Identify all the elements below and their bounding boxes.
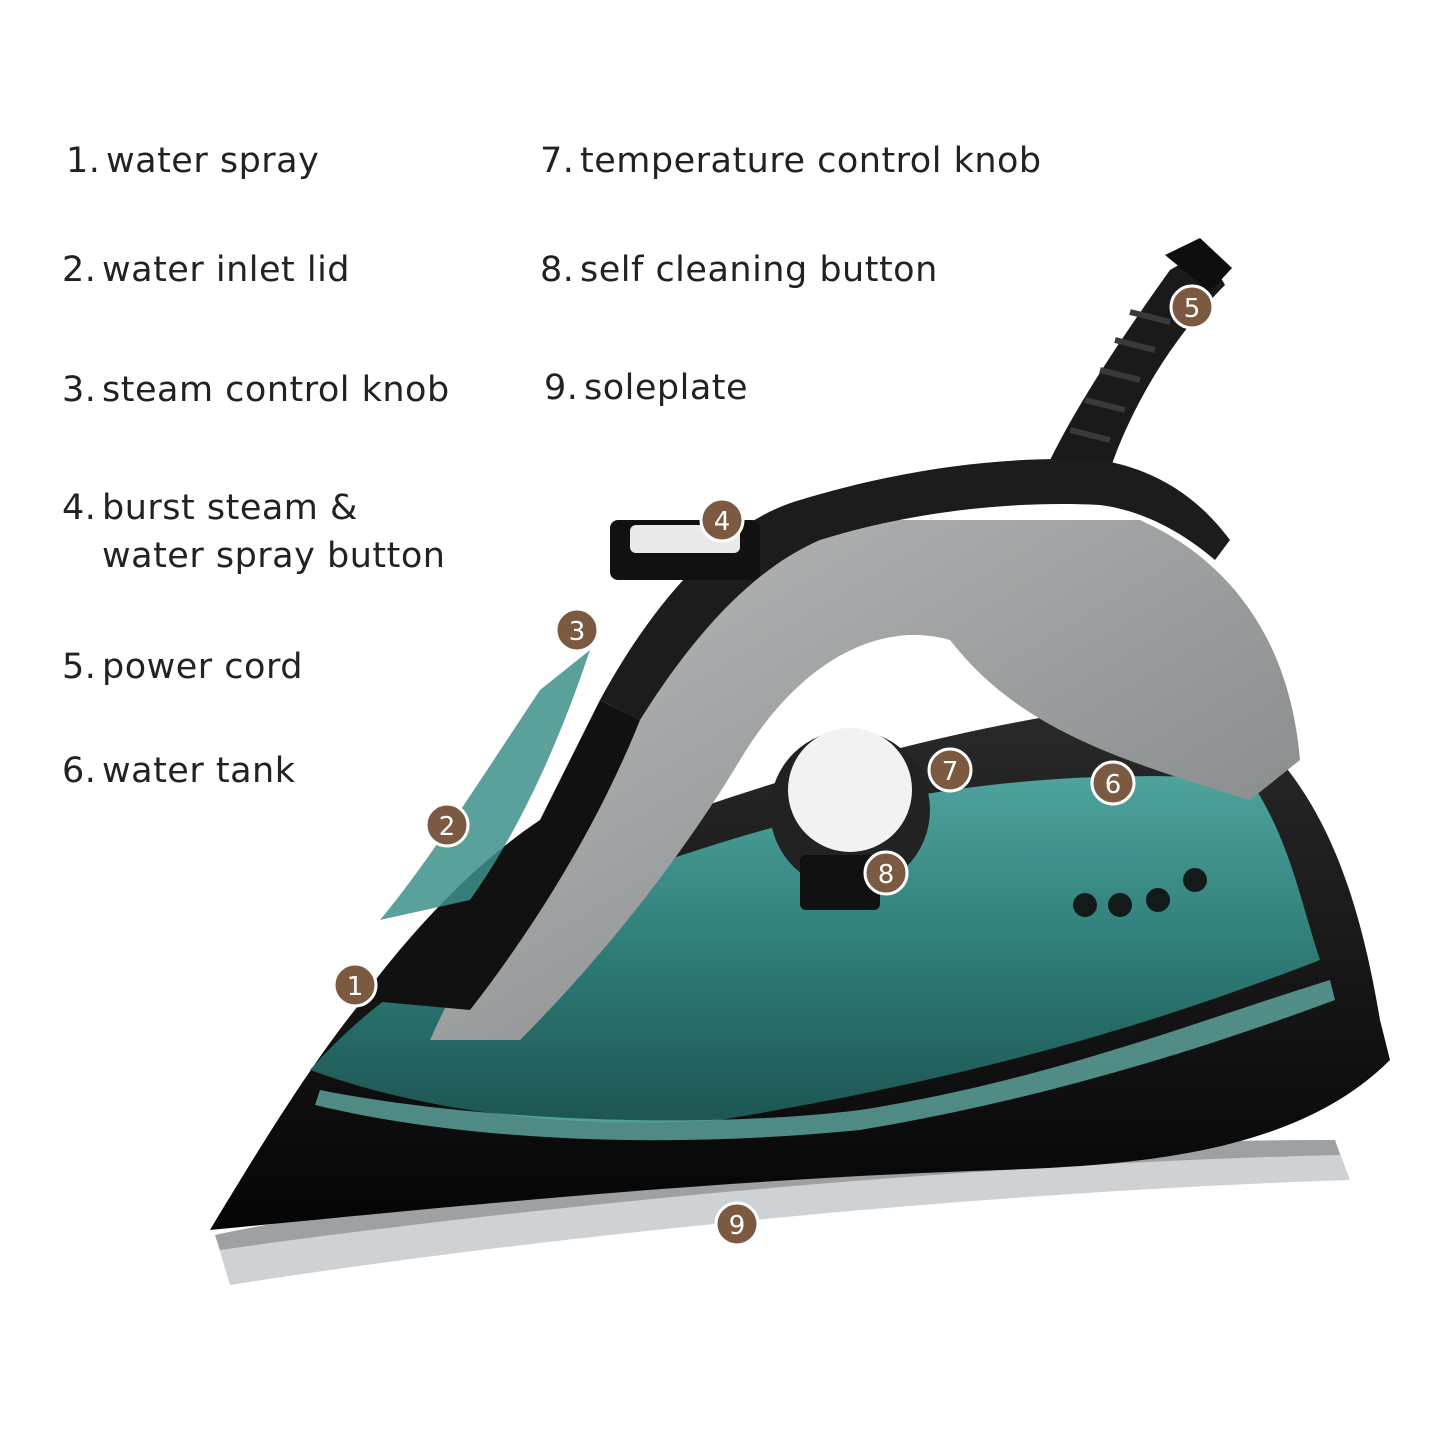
legend-text-continued: water spray button [102,536,446,576]
marker-3: 3 [554,607,600,653]
legend-number: 3. [62,370,97,410]
legend-item-steam-control-knob: 3.steam control knob [62,366,450,414]
legend-number: 7. [540,141,575,181]
marker-5: 5 [1169,284,1215,330]
legend-number: 6. [62,751,97,791]
svg-text:5: 5 [1184,294,1201,324]
legend-item-self-cleaning-button: 8.self cleaning button [540,246,938,294]
legend-text: burst steam & [102,488,358,528]
svg-text:3: 3 [569,617,586,647]
svg-text:6: 6 [1105,770,1122,800]
legend-text: water spray [106,141,320,181]
legend-text: self cleaning button [580,250,938,290]
marker-2: 2 [424,802,470,848]
legend-item-burst-steam-button: 4.burst steam & water spray button [62,484,445,580]
soleplate [215,1140,1350,1285]
legend-text: temperature control knob [580,141,1042,181]
legend-text: steam control knob [102,370,450,410]
legend-text: water tank [102,751,296,791]
legend-number: 8. [540,250,575,290]
svg-text:9: 9 [729,1211,746,1241]
legend-item-temperature-control-knob: 7.temperature control knob [540,137,1042,185]
marker-8: 8 [863,850,909,896]
marker-1: 1 [332,962,378,1008]
svg-text:4: 4 [714,507,731,537]
marker-7: 7 [927,747,973,793]
legend-text: soleplate [584,368,749,408]
power-cord [1050,238,1232,470]
legend-text: power cord [102,647,303,687]
legend-item-soleplate: 9.soleplate [544,364,748,412]
callout-markers: 1 2 3 4 5 6 7 8 9 [332,284,1215,1247]
svg-text:2: 2 [439,812,456,842]
legend-number: 9. [544,368,579,408]
legend-number: 1. [66,141,101,181]
svg-text:8: 8 [878,860,895,890]
legend-item-water-inlet-lid: 2.water inlet lid [62,246,350,294]
legend-item-water-tank: 6.water tank [62,747,295,795]
legend-number: 4. [62,488,97,528]
legend-number: 5. [62,647,97,687]
legend-item-power-cord: 5.power cord [62,643,303,691]
iron-body [210,459,1390,1230]
svg-text:7: 7 [942,757,959,787]
legend-item-water-spray: 1.water spray [66,137,319,185]
marker-9: 9 [714,1201,760,1247]
svg-text:1: 1 [347,972,364,1002]
marker-4: 4 [699,497,745,543]
legend-number: 2. [62,250,97,290]
legend-text: water inlet lid [102,250,351,290]
marker-6: 6 [1090,760,1136,806]
